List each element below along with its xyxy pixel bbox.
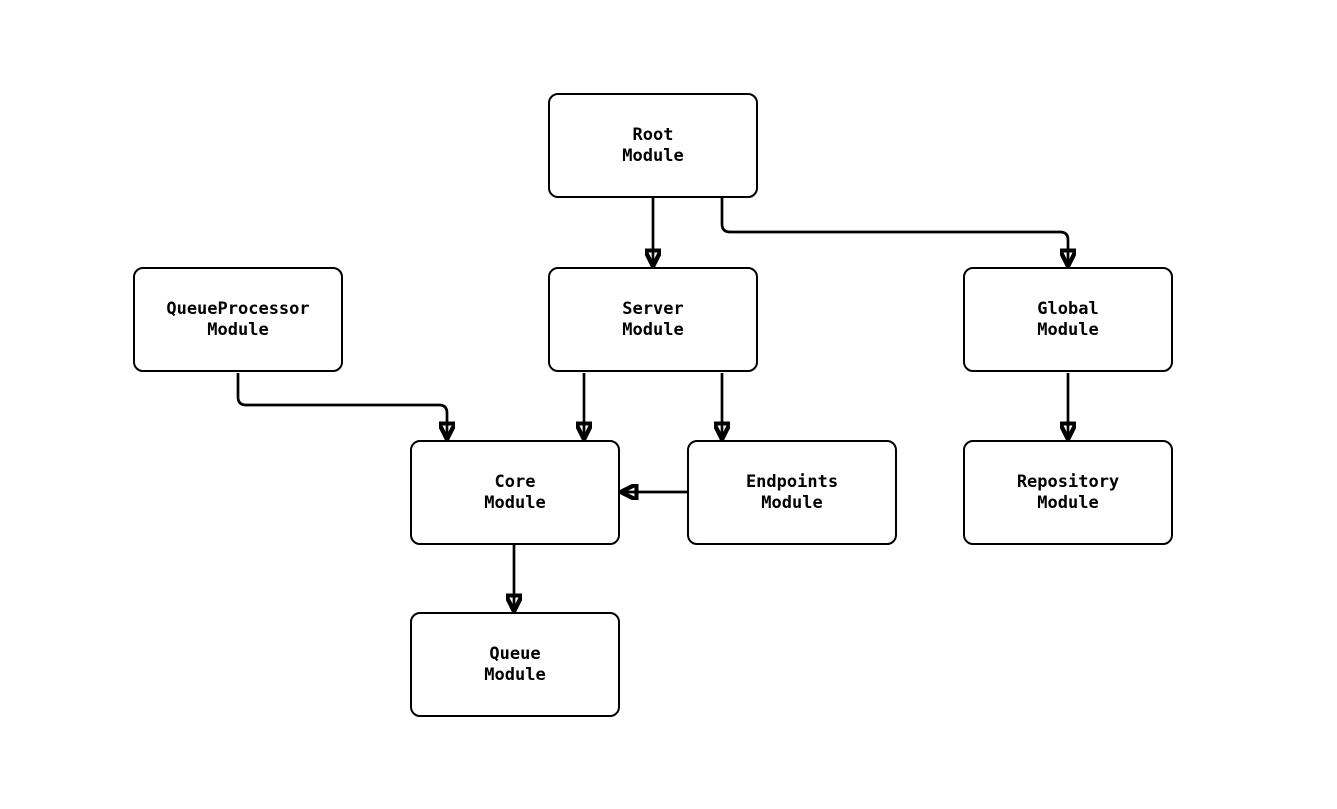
node-endpoints-module-label: Endpoints Module — [745, 471, 839, 513]
node-queue-module: Queue Module — [410, 612, 620, 717]
node-repository-module-label: Repository Module — [1016, 471, 1120, 513]
node-repository-module: Repository Module — [963, 440, 1173, 545]
node-global-module-label: Global Module — [1037, 298, 1099, 340]
node-queueprocessor-module-label: QueueProcessor Module — [166, 298, 310, 340]
node-global-module: Global Module — [963, 267, 1173, 372]
node-server-module: Server Module — [548, 267, 758, 372]
node-root-module: Root Module — [548, 93, 758, 198]
node-core-module: Core Module — [410, 440, 620, 545]
node-queueprocessor-module: QueueProcessor Module — [133, 267, 343, 372]
node-server-module-label: Server Module — [622, 298, 684, 340]
node-queue-module-label: Queue Module — [484, 643, 546, 685]
node-core-module-label: Core Module — [484, 471, 546, 513]
edge-queueprocessor-to-core — [236, 373, 447, 437]
node-root-module-label: Root Module — [622, 124, 684, 166]
edge-root-to-global — [720, 198, 1068, 264]
node-endpoints-module: Endpoints Module — [687, 440, 897, 545]
